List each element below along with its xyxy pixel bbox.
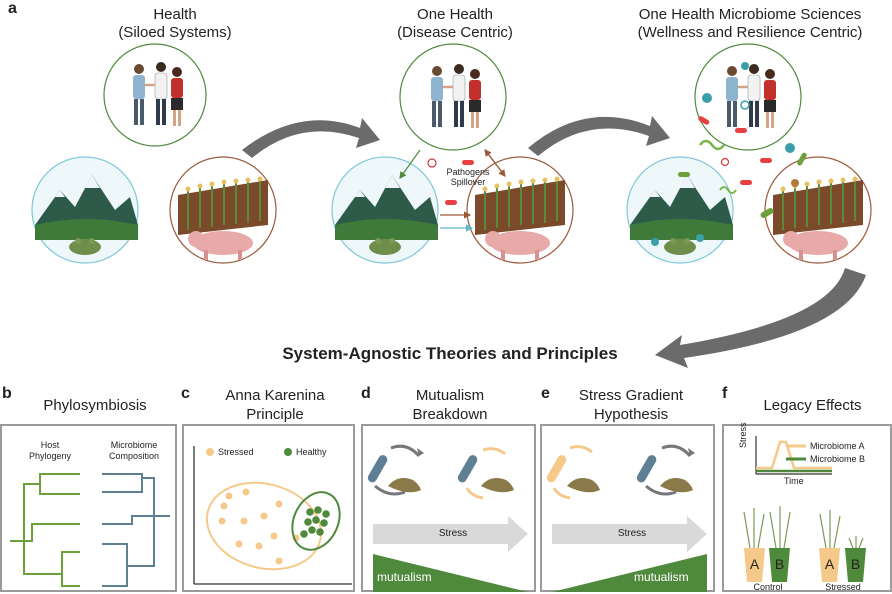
col3-header: One Health Microbiome Sciences (Wellness…: [615, 6, 885, 42]
col1-header: Health (Siloed Systems): [90, 6, 260, 42]
pathogens-spillover-label: Pathogens Spillover: [438, 167, 498, 187]
panel-e-title-line2: Hypothesis: [593, 406, 669, 423]
phylogeny-trees: [10, 473, 170, 587]
col2-subtitle: (Disease Centric): [397, 24, 513, 41]
pot-a-control: A: [749, 556, 760, 572]
composition-label: Composition: [108, 451, 160, 461]
plants: [743, 506, 864, 549]
legend-microbiome-a: Microbiome A: [810, 441, 865, 451]
panel-d-letter: d: [361, 385, 371, 402]
one-health-farm-circle: [466, 156, 574, 264]
panel-c-letter: c: [181, 385, 190, 402]
panel-c-box: Stressed Healthy: [182, 424, 355, 592]
col2-header: One Health (Disease Centric): [370, 6, 540, 42]
legend-stressed: Stressed: [218, 447, 254, 457]
panel-d-box: Stress mutualism: [361, 424, 536, 592]
col3-subtitle: (Wellness and Resilience Centric): [637, 24, 863, 41]
col1-title: Health: [153, 6, 197, 23]
panel-a-letter: a: [8, 0, 17, 17]
one-health-people-circle: [399, 43, 507, 151]
host-tree: [10, 473, 80, 587]
one-health-environment-circle: [331, 156, 439, 264]
panel-f-title: Legacy Effects: [763, 397, 862, 414]
col2-title: One Health: [417, 6, 493, 23]
panel-e-box: Stress mutualism: [540, 424, 715, 592]
legacy-effects-diagram: [743, 436, 866, 582]
panel-b-title: Phylosymbiosis: [43, 397, 147, 414]
pot-b-control: B: [774, 556, 785, 572]
anna-karenina-plot: [193, 446, 352, 585]
time-axis-label: Time: [784, 476, 804, 486]
panel-d-mutualism-label: mutualism: [377, 570, 432, 584]
panel-c-title-line2: Principle: [246, 406, 304, 423]
panel-c-title-line1: Anna Karenina: [225, 387, 325, 404]
panel-e-mutualism-label: mutualism: [634, 570, 689, 584]
panel-e-title: Stress Gradient Hypothesis: [545, 386, 717, 424]
panel-b-letter: b: [2, 385, 12, 402]
panel-e-stress-label: Stress: [617, 528, 647, 539]
panel-d-title: Mutualism Breakdown: [365, 386, 535, 424]
stress-gradient-diagram: [546, 444, 707, 592]
panel-b-box: Host Phylogeny Microbiome Composition: [0, 424, 177, 592]
pathogen-icons: [427, 158, 474, 205]
microbiome-farm-circle: [764, 156, 872, 264]
microbiome-environment-circle: [626, 156, 734, 264]
stressed-points: [218, 488, 300, 565]
mutualism-breakdown-diagram: [367, 444, 528, 592]
arrow-2: [528, 116, 670, 156]
stressed-label: Stressed: [825, 582, 861, 592]
microbe-icons: [651, 62, 807, 246]
health-people-circle: [103, 43, 207, 147]
arrow-to-theories: [655, 268, 866, 368]
panel-d-stress-label: Stress: [438, 528, 468, 539]
farm-circle: [169, 156, 277, 264]
pot-a-stressed: A: [824, 556, 835, 572]
host-phylogeny-label: Host Phylogeny: [20, 440, 80, 462]
healthy-points: [300, 506, 330, 538]
panel-f-box: Microbiome A Microbiome B Stress Time A …: [722, 422, 892, 592]
microbiome-composition-label: Microbiome Composition: [94, 440, 174, 462]
spillover-label: Spillover: [450, 177, 486, 187]
panel-c-title: Anna Karenina Principle: [190, 386, 360, 424]
col1-subtitle: (Siloed Systems): [118, 24, 232, 41]
panel-f-letter: f: [722, 385, 728, 402]
panel-e-title-line1: Stress Gradient: [578, 387, 684, 404]
pot-b-stressed: B: [850, 556, 861, 572]
panel-d-title-line2: Breakdown: [412, 406, 488, 423]
panel-e-letter: e: [541, 385, 550, 402]
host-label: Host: [40, 440, 60, 450]
microbiome-label: Microbiome: [110, 440, 158, 450]
legend-healthy: Healthy: [296, 447, 327, 457]
pathogens-label: Pathogens: [446, 167, 490, 177]
stress-axis-label: Stress: [738, 422, 748, 448]
legend-microbiome-b: Microbiome B: [810, 454, 866, 464]
environment-circle: [31, 156, 139, 264]
phylogeny-label: Phylogeny: [28, 451, 72, 461]
control-label: Control: [753, 582, 783, 592]
arrow-1: [242, 118, 380, 158]
center-title: System-Agnostic Theories and Principles: [282, 344, 618, 363]
microbiome-tree: [102, 473, 170, 587]
panel-d-title-line1: Mutualism: [415, 387, 485, 404]
col3-title: One Health Microbiome Sciences: [638, 6, 862, 23]
microbiome-people-circle: [694, 43, 802, 151]
